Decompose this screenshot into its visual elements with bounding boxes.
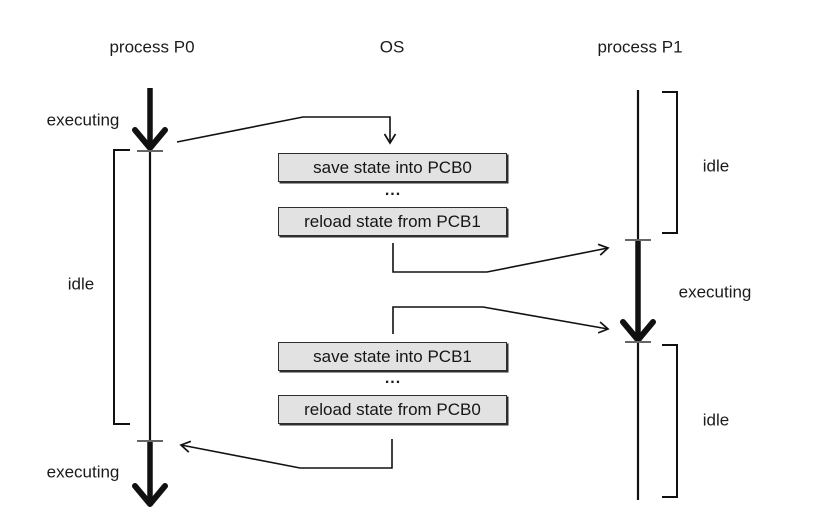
os-ellipsis-bottom: ... — [384, 370, 402, 387]
column-title-p0: process P0 — [109, 37, 195, 57]
p1-idle-bracket-top — [662, 91, 678, 234]
os-ellipsis-top: ... — [384, 182, 402, 199]
p0-idle-bracket — [113, 149, 130, 425]
column-title-p1: process P1 — [597, 37, 683, 57]
p0-idle-label: idle — [67, 274, 95, 294]
arrow-os-to-p0 — [179, 439, 393, 469]
column-title-os: OS — [379, 37, 405, 57]
p1-timeline — [620, 90, 656, 500]
p1-executing-label: executing — [678, 282, 752, 302]
p0-executing-top-label: executing — [46, 110, 120, 130]
p1-idle-bracket-bottom — [662, 344, 678, 498]
arrow-os-to-p1 — [392, 243, 610, 273]
os-box-reload-state-pcb1: reload state from PCB1 — [278, 207, 507, 236]
p1-idle-top-label: idle — [702, 156, 730, 176]
os-box-reload-state-pcb0: reload state from PCB0 — [278, 395, 507, 424]
p0-executing-bottom-label: executing — [46, 462, 120, 482]
p1-idle-bottom-label: idle — [702, 410, 730, 430]
arrow-p1-interrupt — [392, 306, 610, 334]
p0-timeline — [132, 88, 168, 507]
os-box-save-state-pcb0: save state into PCB0 — [278, 153, 507, 182]
os-box-save-state-pcb1: save state into PCB1 — [278, 342, 507, 371]
arrow-p0-to-os — [176, 116, 397, 145]
